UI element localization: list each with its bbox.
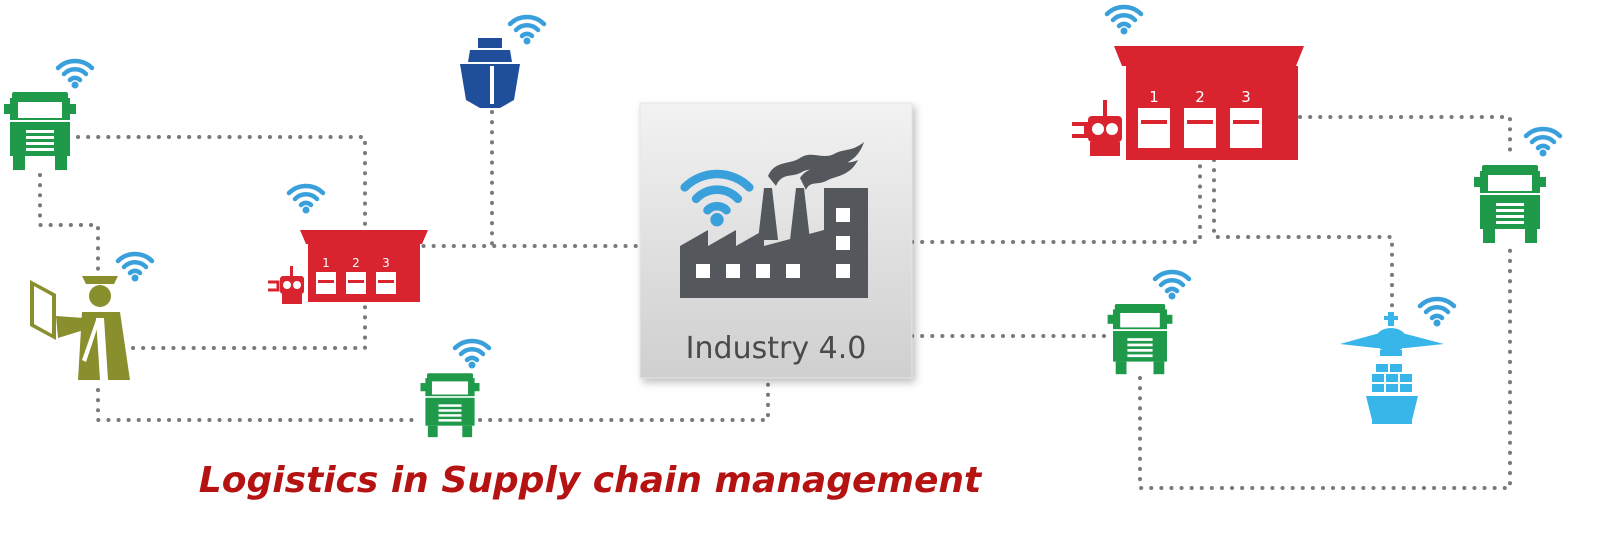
connector-lines <box>38 110 1512 490</box>
cargo-ship-icon <box>1366 364 1418 424</box>
truck-top-left <box>4 61 92 170</box>
customs-officer <box>30 254 152 380</box>
truck-mid-right <box>1107 272 1189 375</box>
warehouse-icon: 1 2 3 <box>300 230 428 302</box>
robot-icon <box>1072 100 1122 156</box>
bay-label: 1 <box>322 256 330 270</box>
wifi-icon <box>1526 129 1560 156</box>
wifi-icon <box>58 61 92 88</box>
plane-icon <box>1340 312 1444 356</box>
truck-bottom <box>420 341 489 438</box>
wifi-icon <box>510 17 544 44</box>
bay-label: 2 <box>1195 88 1205 106</box>
industry-tile: Industry 4.0 <box>639 102 913 379</box>
wifi-icon <box>1420 299 1454 326</box>
air-and-sea-cargo <box>1340 299 1454 424</box>
robot-icon <box>268 266 304 304</box>
wifi-icon <box>118 254 152 281</box>
truck-icon <box>4 92 76 170</box>
bay-label: 2 <box>352 256 360 270</box>
officer-icon <box>30 276 130 380</box>
truck-icon <box>1107 304 1173 375</box>
truck-icon <box>1474 165 1546 243</box>
warehouse-icon: 1 2 3 <box>1114 46 1304 160</box>
truck-far-right <box>1474 129 1560 243</box>
caption: Logistics in Supply chain management <box>199 460 983 501</box>
truck-icon <box>420 373 480 438</box>
wifi-icon <box>289 186 323 213</box>
wifi-icon <box>1155 272 1189 299</box>
ship-icon <box>460 38 520 108</box>
warehouse-large: 1 2 3 <box>1072 7 1304 160</box>
bay-label: 3 <box>1241 88 1251 106</box>
warehouse-small: 1 2 3 <box>268 186 428 304</box>
bay-label: 3 <box>382 256 390 270</box>
wifi-icon <box>455 341 489 368</box>
ship-node <box>460 17 544 108</box>
tile-title: Industry 4.0 <box>686 331 867 366</box>
bay-label: 1 <box>1149 88 1159 106</box>
factory-icon <box>680 142 868 298</box>
wifi-icon <box>1107 7 1141 34</box>
